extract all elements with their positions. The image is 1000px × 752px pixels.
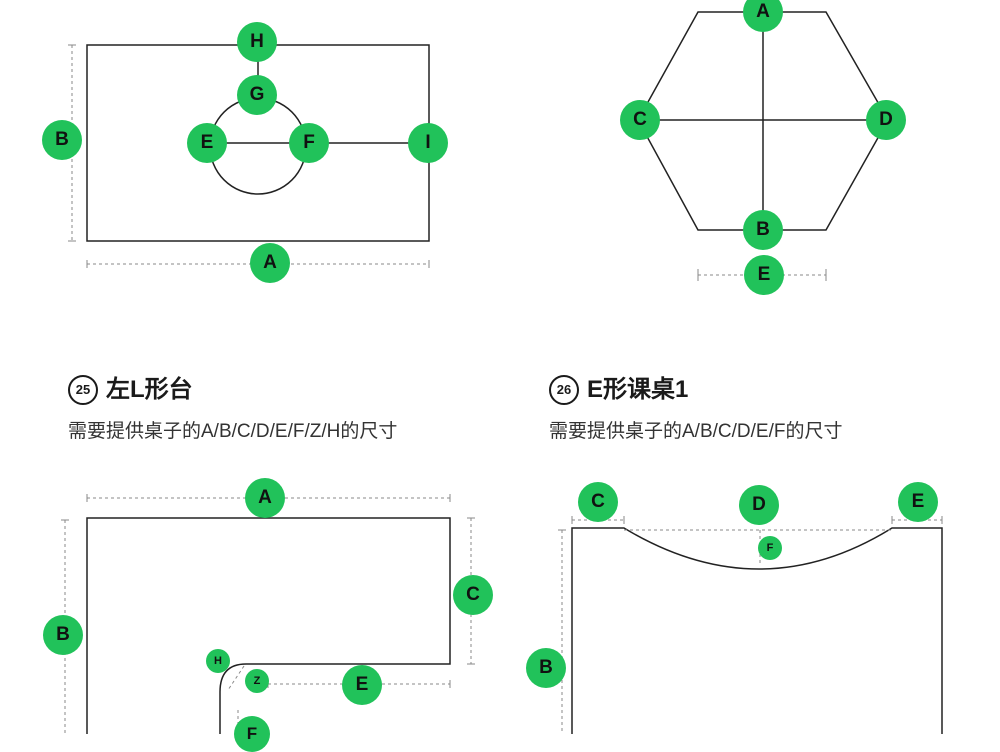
dimension-badge-e: E [744, 255, 784, 295]
section-title-text: 左L形台 [106, 376, 193, 403]
dimension-ticks [61, 44, 943, 688]
section-title-text: E形课桌1 [587, 376, 689, 403]
dimension-badge-f: F [234, 716, 270, 752]
dimension-badge-a: A [245, 478, 285, 518]
dimension-badge-g: G [237, 75, 277, 115]
dimension-badge-c: C [620, 100, 660, 140]
dimension-badge-b: B [43, 615, 83, 655]
dimension-badge-d: D [739, 485, 779, 525]
dimension-badge-a: A [250, 243, 290, 283]
dimension-badge-c: C [453, 575, 493, 615]
dimension-badge-f: F [289, 123, 329, 163]
dimension-badge-f: F [758, 536, 782, 560]
dimension-badge-i: I [408, 123, 448, 163]
section-title-26: 26 E形课桌1 [549, 369, 688, 405]
dimension-badge-e: E [187, 123, 227, 163]
dimension-badge-e: E [342, 665, 382, 705]
dimension-badge-a: A [743, 0, 783, 32]
dimension-badge-z: Z [245, 669, 269, 693]
section-number-badge: 25 [68, 375, 98, 405]
dimension-badge-b: B [743, 210, 783, 250]
l-table-outline [86, 517, 451, 734]
dimension-badge-e: E [898, 482, 938, 522]
dimension-badge-h: H [237, 22, 277, 62]
dimension-badge-c: C [578, 482, 618, 522]
section-number-badge: 26 [549, 375, 579, 405]
diagram-sheet: H G B E F I A A C D B E 25 左L形台 需要提供桌子的A/… [42, 0, 943, 752]
dimension-badge-b: B [42, 120, 82, 160]
dimension-badge-b: B [526, 648, 566, 688]
section-subtitle-25: 需要提供桌子的A/B/C/D/E/F/Z/H的尺寸 [68, 421, 398, 442]
shape-outlines [86, 11, 943, 734]
section-title-25: 25 左L形台 [68, 369, 193, 405]
section-subtitle-26: 需要提供桌子的A/B/C/D/E/F的尺寸 [549, 421, 843, 442]
diagram-lines [61, 11, 943, 734]
dimension-badge-h: H [206, 649, 230, 673]
e-table-outline [571, 527, 943, 734]
dimension-badge-d: D [866, 100, 906, 140]
